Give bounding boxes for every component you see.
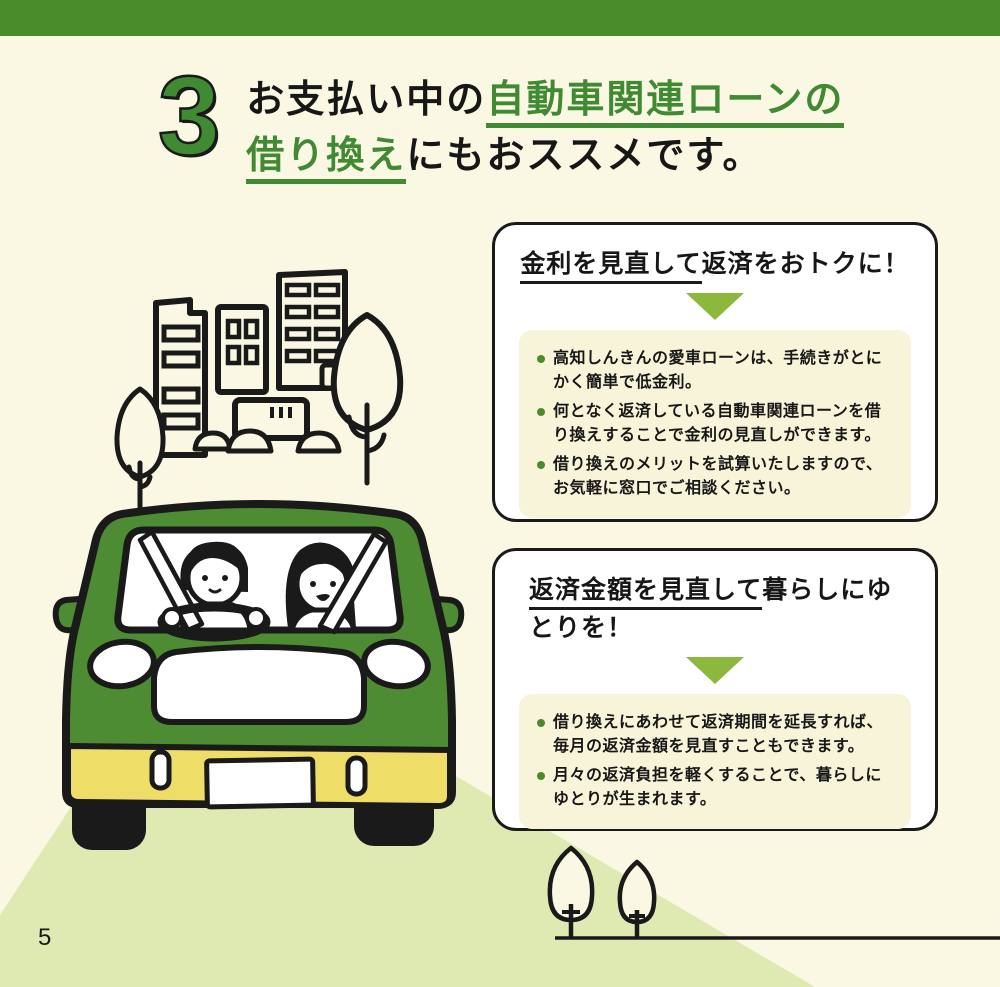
list-item: 何となく返済している自動車関連ローンを借り換えすることで金利の見直しができます。: [535, 400, 895, 448]
card-2-title-underlined: 返済金額を見直して: [529, 576, 763, 610]
card-1-bullet-3: 借り換えのメリットを試算いたしますので、お気軽に窓口でご相談ください。: [553, 456, 883, 497]
car-license-plate: [204, 756, 316, 810]
section-title-line-2: 借り換えにもおススメです。: [246, 128, 844, 184]
bullet-dot-icon: [537, 772, 545, 780]
bullet-dot-icon: [537, 408, 545, 416]
card-interest-review: 金利を見直して返済をおトクに！ 高知しんきんの愛車ローンは、手続きがとにかく簡単…: [492, 222, 938, 522]
card-2-title-rest: 暮らしにゆとりを！: [529, 576, 893, 642]
section-title-line-1: お支払い中の自動車関連ローンの: [246, 72, 845, 128]
card-2-bullet-list: 借り換えにあわせて返済期間を延長すれば、毎月の返済金額を見直すこともできます。 …: [535, 711, 895, 812]
card-1-bullet-2: 何となく返済している自動車関連ローンを借り換えすることで金利の見直しができます。: [553, 403, 882, 444]
page-number: 5: [38, 924, 52, 951]
small-trees-illustration: [547, 845, 1000, 940]
card-1-title-rest: 返済をおトクに！: [701, 250, 910, 278]
title-green-2: 借り換え: [246, 135, 407, 184]
bullet-dot-icon: [537, 355, 545, 363]
card-2-bullet-1: 借り換えにあわせて返済期間を延長すれば、毎月の返済金額を見直すこともできます。: [553, 714, 884, 755]
card-repayment-review: 返済金額を見直して暮らしにゆとりを！ 借り換えにあわせて返済期間を延長すれば、毎…: [492, 548, 938, 831]
bullet-dot-icon: [537, 461, 545, 469]
title-green-1: 自動車関連ローンの: [486, 79, 845, 128]
down-triangle-icon: [686, 293, 744, 320]
top-green-bar: [0, 0, 1000, 36]
down-triangle-icon: [686, 657, 744, 684]
card-1-bullet-box: 高知しんきんの愛車ローンは、手続きがとにかく簡単で低金利。 何となく返済している…: [519, 330, 911, 518]
card-1-title-underlined: 金利を見直して: [520, 250, 702, 284]
car-headlight-right: [361, 638, 431, 690]
section-number: 3: [157, 53, 222, 178]
driver-figure: [137, 529, 271, 642]
headlight-beam-shape: [0, 755, 815, 987]
card-2-bullet-box: 借り換えにあわせて返済期間を延長すれば、毎月の返済金額を見直すこともできます。 …: [519, 694, 911, 829]
list-item: 借り換えにあわせて返済期間を延長すれば、毎月の返済金額を見直すこともできます。: [535, 711, 895, 759]
cityscape-illustration: [114, 269, 404, 510]
section-title: お支払い中の自動車関連ローンの 借り換えにもおススメです。: [246, 66, 845, 184]
title-black-2: にもおススメです。: [406, 135, 763, 177]
bullet-dot-icon: [537, 719, 545, 727]
car-headlight-left: [87, 638, 157, 690]
title-black-1: お支払い中の: [246, 79, 487, 121]
passenger-figure: [285, 531, 389, 635]
section-header: 3 お支払い中の自動車関連ローンの 借り換えにもおススメです。: [157, 53, 845, 184]
card-1-title: 金利を見直して返済をおトクに！: [519, 245, 911, 284]
car-illustration: [52, 500, 465, 850]
card-2-title: 返済金額を見直して暮らしにゆとりを！: [519, 571, 899, 647]
card-1-bullet-1: 高知しんきんの愛車ローンは、手続きがとにかく簡単で低金利。: [553, 350, 883, 391]
card-1-bullet-list: 高知しんきんの愛車ローンは、手続きがとにかく簡単で低金利。 何となく返済している…: [535, 347, 895, 501]
list-item: 高知しんきんの愛車ローンは、手続きがとにかく簡単で低金利。: [535, 347, 895, 395]
card-2-bullet-2: 月々の返済負担を軽くすることで、暮らしにゆとりが生まれます。: [553, 767, 882, 808]
list-item: 月々の返済負担を軽くすることで、暮らしにゆとりが生まれます。: [535, 764, 895, 812]
list-item: 借り換えのメリットを試算いたしますので、お気軽に窓口でご相談ください。: [535, 453, 895, 501]
